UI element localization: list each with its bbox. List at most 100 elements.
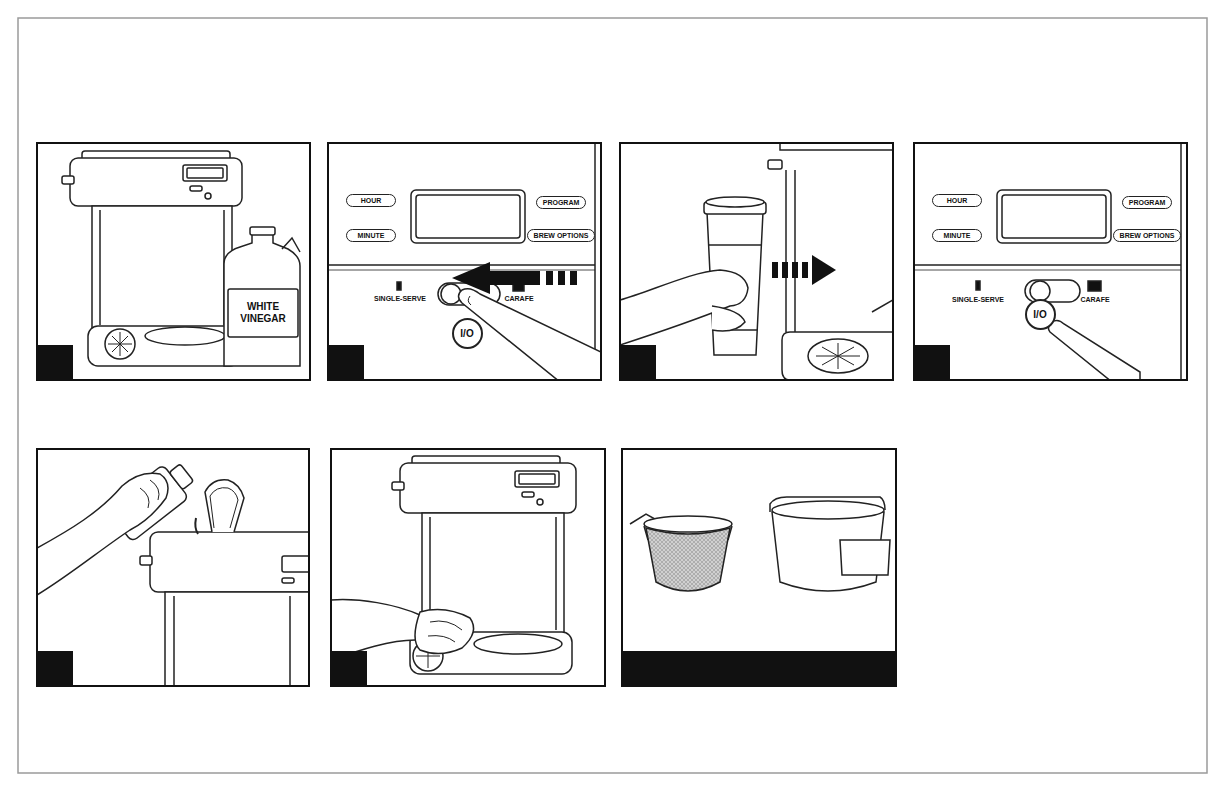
coffee-maker-figure: [140, 556, 152, 565]
control-panel-figure: [1025, 280, 1080, 302]
coffee-maker-figure: [62, 151, 242, 366]
move-arrow: [812, 255, 836, 285]
step-marker: [37, 651, 73, 686]
control-panel-figure: [914, 264, 1181, 266]
step-panel: [37, 143, 310, 380]
brew-options-button: BREW OPTIONS: [1113, 229, 1182, 242]
button-label: HOUR: [361, 197, 382, 204]
control-panel-figure: [328, 264, 595, 266]
vinegar-jug: [228, 289, 298, 337]
brew-basket: [772, 501, 884, 519]
step-panel: [914, 143, 1187, 380]
step-marker: [622, 651, 896, 686]
pouring-bottle: [195, 518, 198, 534]
filter-basket: [644, 516, 732, 532]
control-panel-figure: [416, 195, 520, 238]
step-marker: [914, 345, 950, 380]
button-label: MINUTE: [944, 232, 971, 239]
coffee-maker-figure: [99, 210, 101, 325]
button-label: MINUTE: [358, 232, 385, 239]
move-arrow: [802, 262, 808, 278]
control-panel-figure: [997, 190, 1111, 243]
coffee-maker-figure: [165, 592, 309, 686]
coffee-maker-figure: [768, 143, 893, 380]
control-panel-figure: [441, 284, 461, 304]
control-panel-figure: [1002, 195, 1106, 238]
hand: [37, 473, 168, 595]
step-panel: [331, 449, 605, 686]
hand: [140, 480, 159, 508]
coffee-maker-figure: [62, 176, 74, 184]
hand: [620, 270, 748, 345]
coffee-maker-figure: [474, 634, 562, 654]
coffee-maker-figure: [289, 596, 291, 686]
hand-with-cloth: [428, 621, 462, 642]
mode-label: SINGLE-SERVE: [952, 295, 1004, 304]
vinegar-jug: [282, 238, 300, 252]
coffee-maker-figure: [400, 463, 576, 513]
filter-basket: [644, 526, 732, 540]
step-panel: [620, 143, 893, 380]
minute-button: MINUTE: [932, 229, 982, 242]
coffee-maker-figure: [210, 488, 238, 528]
brew-options-button: BREW OPTIONS: [527, 229, 596, 242]
vinegar-jug: [224, 227, 300, 366]
move-arrow: [772, 255, 836, 285]
coffee-maker-figure: [173, 596, 175, 686]
jug-label: WHITE VINEGAR: [232, 301, 294, 325]
vinegar-jug: [224, 233, 300, 366]
hand: [712, 306, 745, 331]
travel-mug: [706, 197, 764, 207]
step-marker: [620, 345, 656, 380]
coffee-maker-figure: [190, 186, 202, 191]
coffee-maker-figure: [785, 170, 787, 332]
button-label: I/O: [460, 329, 473, 338]
control-panel-figure: [594, 143, 596, 380]
hour-button: HOUR: [932, 194, 982, 207]
button-label: PROGRAM: [1129, 199, 1166, 206]
coffee-maker-figure: [392, 456, 576, 674]
coffee-maker-figure: [108, 332, 132, 356]
coffee-maker-figure: [555, 517, 557, 630]
power-button: I/O: [452, 318, 483, 349]
coffee-maker-figure: [768, 160, 782, 169]
move-arrow: [782, 262, 788, 278]
minute-button: MINUTE: [346, 229, 396, 242]
coffee-maker-figure: [92, 206, 232, 328]
page-frame: [18, 18, 1207, 773]
button-label: BREW OPTIONS: [1120, 232, 1175, 239]
coffee-maker-figure: [105, 329, 135, 359]
button-label: I/O: [1033, 310, 1046, 319]
coffee-maker-figure: [515, 471, 559, 487]
coffee-maker-figure: [205, 193, 211, 199]
step-panel: [328, 143, 601, 380]
program-button: PROGRAM: [536, 196, 587, 209]
hand: [468, 296, 471, 305]
hand-with-cloth: [415, 610, 474, 654]
filter-basket: [630, 514, 732, 591]
coffee-maker-figure: [70, 158, 242, 206]
vinegar-jug: [250, 227, 275, 235]
control-panel-figure: [328, 270, 595, 271]
hand: [37, 473, 168, 595]
hand-with-cloth: [331, 600, 474, 660]
coffee-maker-figure: [519, 474, 555, 484]
coffee-maker-figure: [187, 168, 223, 178]
hour-button: HOUR: [346, 194, 396, 207]
coffee-maker-figure: [808, 339, 868, 373]
control-panel-figure: [976, 281, 980, 290]
coffee-maker-figure: [780, 143, 893, 150]
step-marker: [331, 651, 367, 686]
control-panel-figure: [411, 190, 525, 243]
slide-arrow: [546, 271, 553, 285]
control-panel-figure: [914, 143, 1181, 380]
brew-basket: [770, 497, 890, 591]
coffee-maker-figure: [522, 492, 534, 497]
coffee-maker-figure: [88, 326, 240, 366]
step-marker: [37, 345, 73, 380]
filter-basket: [646, 528, 730, 591]
coffee-maker-figure: [816, 343, 860, 369]
coffee-maker-figure: [392, 482, 404, 490]
button-label: BREW OPTIONS: [534, 232, 589, 239]
